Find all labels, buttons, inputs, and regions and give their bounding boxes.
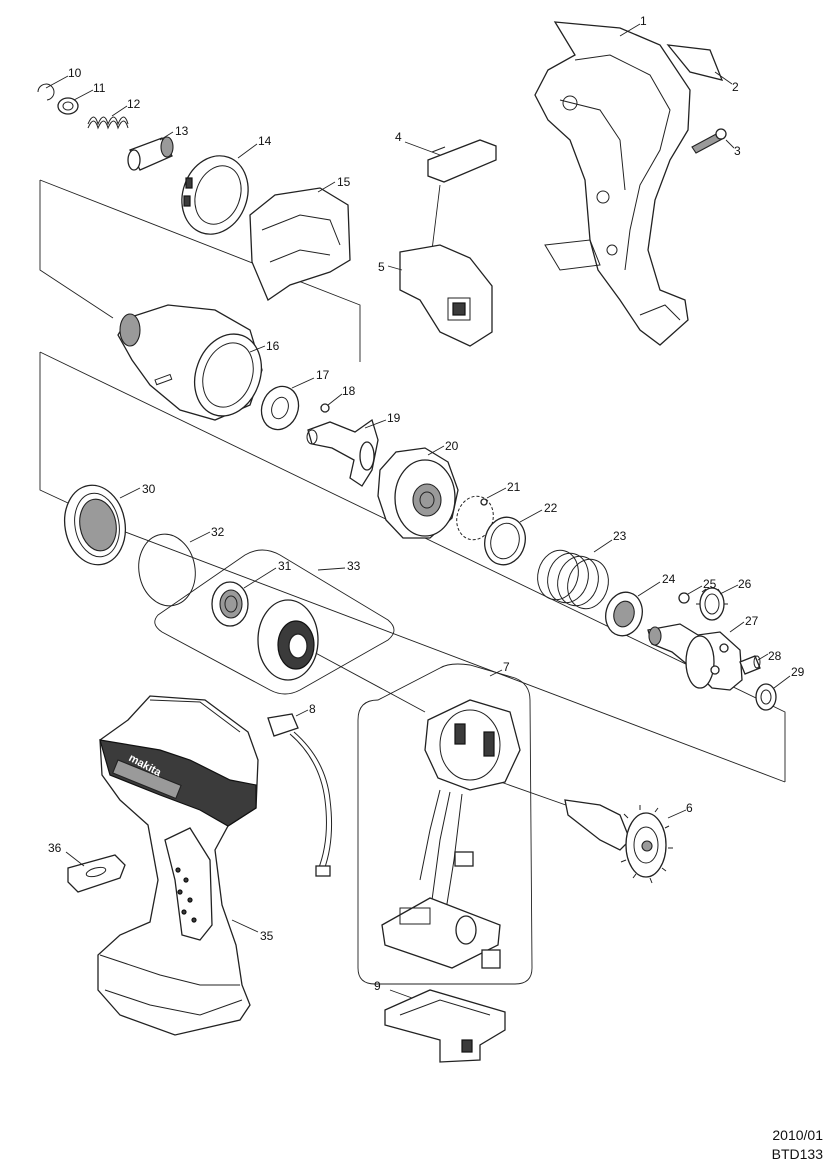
part-8-led-wire [267, 713, 333, 877]
label-part-15: 15 [337, 175, 351, 189]
part-26-gear [696, 587, 728, 621]
part-13-sleeve [127, 136, 174, 171]
label-part-12: 12 [127, 97, 141, 111]
group-7-outline [357, 663, 533, 985]
label-part-2: 2 [732, 80, 739, 94]
label-part-29: 29 [791, 665, 805, 679]
label-part-3: 3 [734, 144, 741, 158]
part-number-labels: 1 2 3 4 5 6 7 8 9 10 11 12 13 14 15 16 1… [48, 14, 805, 993]
label-part-1: 1 [640, 14, 647, 28]
part-3-screw [691, 128, 727, 154]
label-part-17: 17 [316, 368, 330, 382]
part-33-carrier [257, 599, 319, 681]
part-32-o-ring [138, 533, 196, 607]
label-part-18: 18 [342, 384, 356, 398]
part-24-washer [605, 591, 643, 637]
label-part-33: 33 [347, 559, 361, 573]
part-28-pin [739, 655, 761, 675]
part-2-nameplate [666, 44, 724, 81]
part-7-stator-controller [381, 699, 521, 969]
label-part-36: 36 [48, 841, 62, 855]
part-23-compression-spring [537, 549, 609, 610]
part-14-ring-cap [181, 155, 249, 235]
part-11-washer [57, 97, 79, 115]
part-27-spindle [647, 623, 743, 691]
label-part-27: 27 [745, 614, 759, 628]
label-part-32: 32 [211, 525, 225, 539]
label-part-4: 4 [395, 130, 402, 144]
part-19-anvil [306, 418, 379, 487]
part-9-terminal [384, 989, 506, 1063]
part-35-housing-set: makita [97, 695, 259, 1036]
label-part-21: 21 [507, 480, 521, 494]
part-5-switch [399, 244, 493, 347]
part-18-ball [320, 403, 330, 413]
label-part-14: 14 [258, 134, 272, 148]
part-20-hammer [377, 447, 459, 539]
part-30-ring-gear [64, 484, 126, 566]
label-part-24: 24 [662, 572, 676, 586]
label-part-8: 8 [309, 702, 316, 716]
part-6-rotor [564, 799, 673, 884]
label-part-11: 11 [93, 81, 106, 95]
label-part-31: 31 [278, 559, 292, 573]
part-15-front-cover [249, 187, 351, 301]
label-part-28: 28 [768, 649, 782, 663]
part-12-spring [87, 116, 129, 130]
label-part-19: 19 [387, 411, 401, 425]
footer-date: 2010/01 [772, 1127, 823, 1143]
part-21-o-ring [456, 495, 494, 541]
label-part-9: 9 [374, 979, 381, 993]
group-33-outline [154, 549, 395, 695]
part-1-housing [534, 21, 691, 346]
label-part-35: 35 [260, 929, 274, 943]
label-part-10: 10 [68, 66, 82, 80]
part-17-washer [260, 385, 300, 431]
label-part-22: 22 [544, 501, 558, 515]
label-part-26: 26 [738, 577, 752, 591]
part-10-ring [37, 83, 55, 101]
part-4-switch-lever [427, 139, 497, 183]
assembly-guide-lines [39, 179, 786, 811]
label-part-13: 13 [175, 124, 189, 138]
label-part-25: 25 [703, 577, 717, 591]
part-16-hammer-case [117, 304, 263, 421]
label-part-16: 16 [266, 339, 280, 353]
footer-model: BTD133 [771, 1146, 823, 1162]
part-31-ball-bearing [211, 581, 249, 627]
label-part-7: 7 [503, 660, 510, 674]
part-29-washer [755, 683, 777, 711]
label-part-23: 23 [613, 529, 627, 543]
part-25-ball [678, 592, 690, 604]
label-part-20: 20 [445, 439, 459, 453]
label-part-5: 5 [378, 260, 385, 274]
label-part-30: 30 [142, 482, 156, 496]
part-22-flat-washer [484, 516, 526, 566]
label-part-6: 6 [686, 801, 693, 815]
